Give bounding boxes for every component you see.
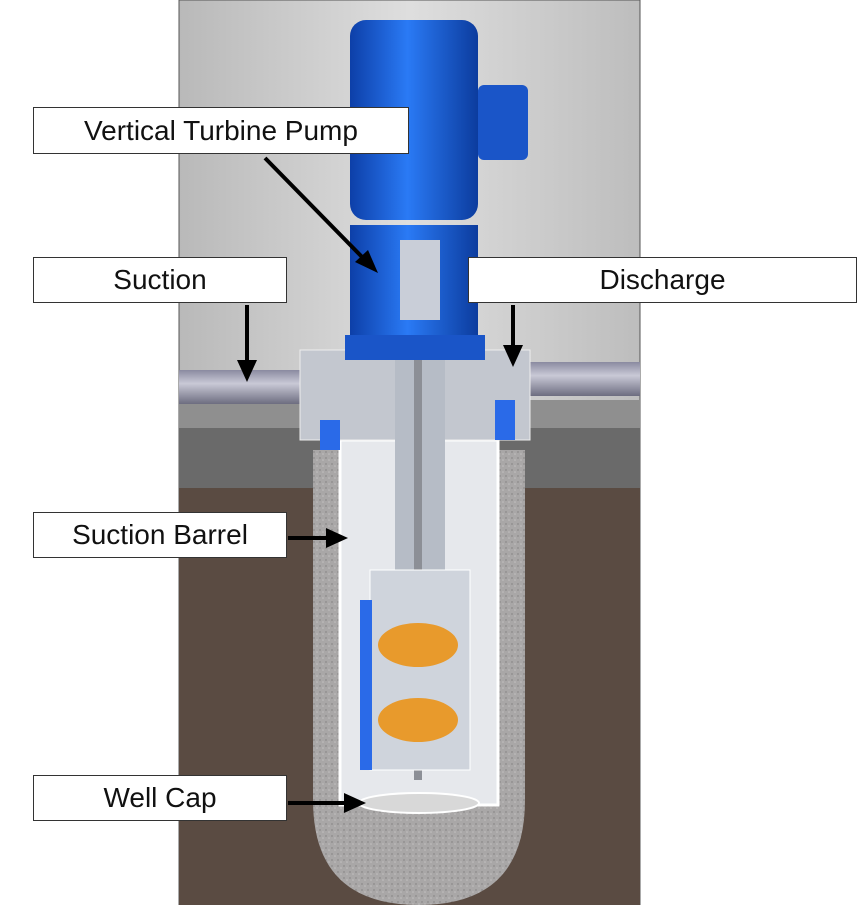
impeller-lower (378, 698, 458, 742)
well-cap (358, 792, 480, 814)
pump-column (360, 360, 471, 780)
arrows (237, 156, 523, 813)
label-suction: Suction (33, 257, 287, 303)
impeller-upper (378, 623, 458, 667)
label-discharge: Discharge (468, 257, 857, 303)
motor (345, 20, 528, 360)
label-vertical-turbine-pump: Vertical Turbine Pump (33, 107, 409, 154)
label-well-cap: Well Cap (33, 775, 287, 821)
label-suction-barrel: Suction Barrel (33, 512, 287, 558)
